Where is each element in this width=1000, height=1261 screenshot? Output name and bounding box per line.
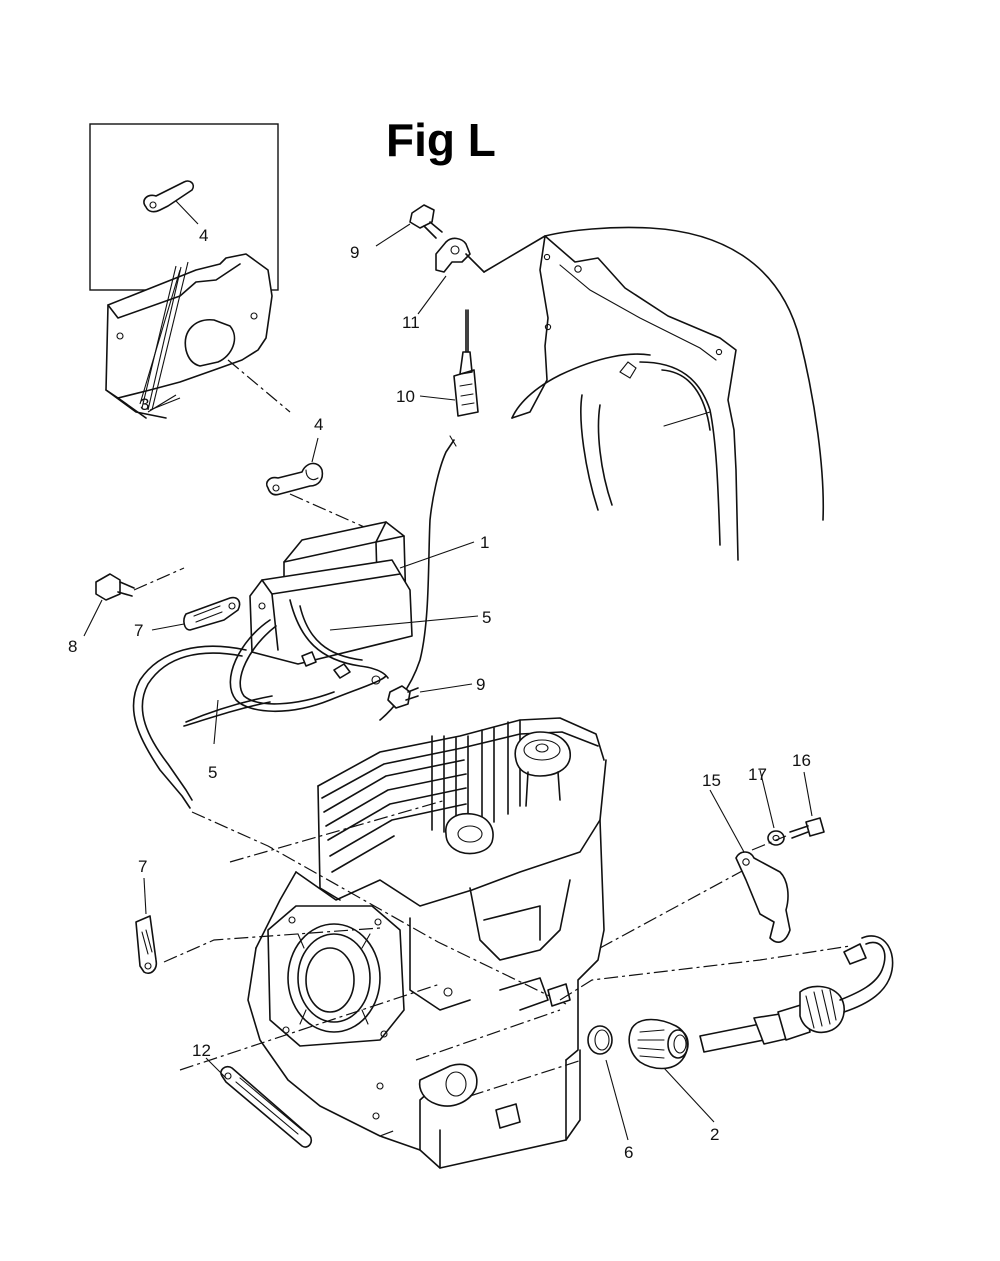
clip-part-13: 11 [402,237,485,332]
drain-hose-assembly [699,935,894,1053]
callout-10: 9 [350,243,359,262]
bolt-part-10: 9 [350,204,443,262]
callout-17: 17 [748,765,767,784]
ring-part-6: 6 [587,1025,633,1162]
callout-6: 6 [624,1143,633,1162]
callout-11: 10 [396,387,415,406]
wiring-harness-part-5: 5 5 [183,599,491,782]
inset-callout: 4 [199,226,208,245]
callout-9: 9 [476,675,485,694]
callout-12-label: 12 [192,1041,211,1060]
bracket-part-3: 1 [105,253,273,419]
terminal-part-7-upper: 7 [134,596,241,640]
callout-2: 2 [710,1125,719,1144]
callout-3-label: 3 [140,395,149,414]
callout-1: 1 [480,533,489,552]
screw-part-16: 16 [751,751,825,851]
callout-5-upper: 5 [482,608,491,627]
plate-part-15: 15 [702,771,791,943]
engine-block [247,717,607,1169]
terminal-part-12: 8 12 [192,1041,313,1148]
inset-clamp-part [143,180,195,213]
callout-13: 11 [402,313,420,332]
adapter-part-2: 2 [628,1018,719,1144]
figure-title: Fig L [386,114,496,166]
connector-part-11: 10 [396,309,479,417]
callout-5-lower: 5 [208,763,217,782]
callout-16: 16 [792,751,811,770]
callout-15: 15 [702,771,721,790]
callout-4: 4 [314,415,323,434]
callout-7-lower: 7 [138,857,147,876]
clamp-part-4: 4 [265,415,323,496]
terminal-part-7-lower: 7 [135,857,158,975]
harness-wire-left [132,645,247,809]
regulator-part-1: 1 [249,521,489,685]
fan-housing-shroud [483,226,825,561]
callout-7-upper: 7 [134,621,143,640]
screw-part-9: 9 [387,675,485,709]
washer-part-17: 17 [748,765,785,846]
callout-8: 8 [68,637,77,656]
bolt-part-8: 8 [68,567,185,656]
